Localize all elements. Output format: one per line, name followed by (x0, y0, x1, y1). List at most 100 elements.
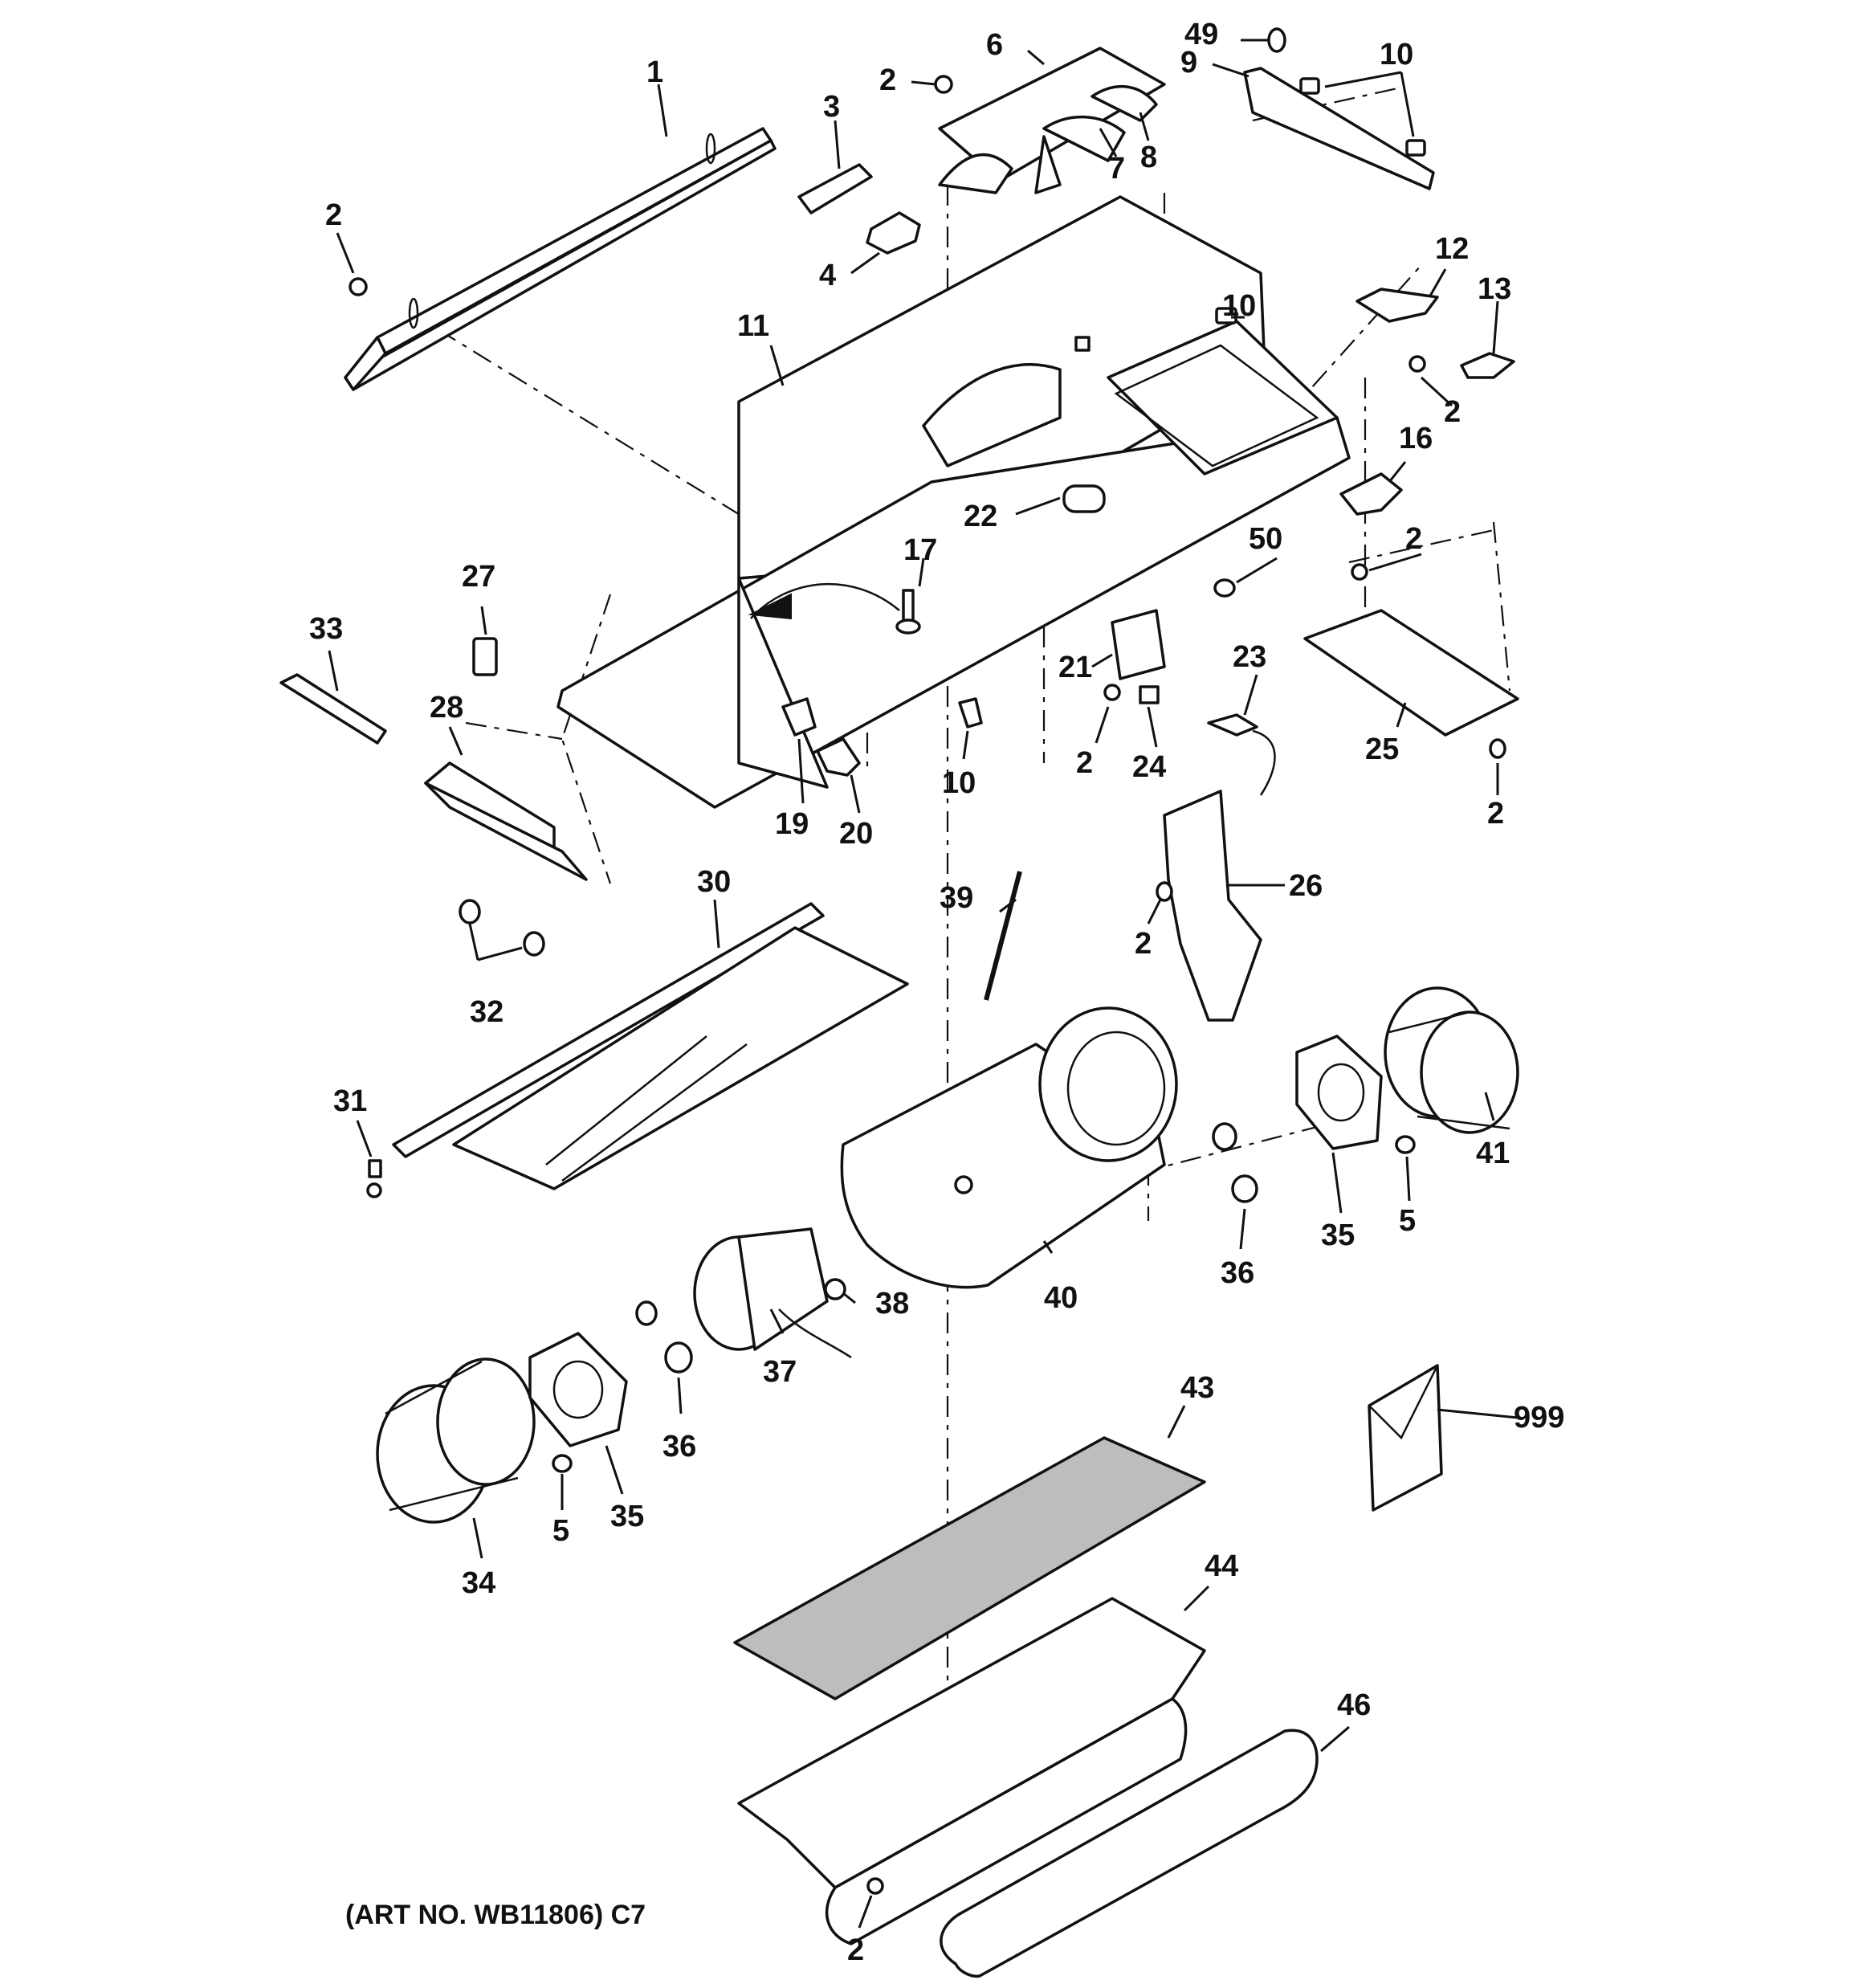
callout-28: 28 (430, 691, 463, 725)
callout-16: 16 (1399, 422, 1433, 455)
callout-20: 20 (839, 817, 873, 851)
callout-2: 2 (1444, 395, 1461, 429)
callout-8: 8 (1140, 141, 1157, 174)
callout-23: 23 (1233, 640, 1266, 674)
part-21-switch-assembly (1111, 609, 1166, 680)
part-19-switch (781, 697, 817, 737)
part-37-motor (693, 1227, 852, 1359)
callout-19: 19 (775, 807, 809, 841)
part-34-blower-wheel (376, 1357, 536, 1524)
callout-43: 43 (1180, 1371, 1214, 1405)
callout-6: 6 (986, 28, 1003, 62)
part-2-screw-h (866, 1877, 884, 1895)
part-2-screw-b (349, 277, 368, 296)
callout-2: 2 (1076, 746, 1093, 780)
callout-35: 35 (610, 1500, 644, 1533)
callout-34: 34 (462, 1566, 495, 1600)
callout-11: 11 (737, 309, 769, 343)
part-49-lamp (1267, 27, 1286, 53)
callout-40: 40 (1044, 1281, 1078, 1315)
callout-10: 10 (1380, 38, 1413, 71)
callout-4: 4 (819, 259, 836, 292)
part-36-grommet-a (664, 1341, 693, 1374)
callout-5: 5 (552, 1514, 569, 1548)
callout-5: 5 (1399, 1204, 1416, 1238)
part-16-lamp-socket (1339, 472, 1403, 516)
callout-2: 2 (1487, 797, 1504, 831)
callout-2: 2 (1405, 522, 1422, 556)
part-39-threaded-rod (984, 871, 1022, 1001)
callout-22: 22 (964, 500, 997, 533)
callout-49: 49 (1184, 18, 1218, 51)
callout-2: 2 (879, 63, 896, 97)
part-41-blower-wheel (1384, 986, 1519, 1134)
part-26-duct-bracket (1163, 790, 1262, 1022)
part-1-front-trim-bracket (344, 127, 777, 391)
callout-24: 24 (1132, 750, 1166, 784)
part-10-clip-a (1299, 77, 1320, 95)
callout-3: 3 (823, 90, 840, 124)
callout-13: 13 (1478, 272, 1511, 306)
callout-25: 25 (1365, 733, 1399, 766)
part-35-mounting-plate-a (528, 1332, 628, 1447)
art-number-caption: (ART NO. WB11806) C7 (345, 1900, 646, 1930)
part-30-glass-filter-panel (392, 902, 909, 1190)
part-44-bottom-panel (737, 1597, 1206, 1945)
part-12-bracket (1355, 288, 1439, 323)
part-32-knob-b (523, 931, 545, 957)
part-17-pin (895, 589, 921, 635)
part-46-light-lens (940, 1729, 1319, 1978)
callout-1: 1 (646, 55, 663, 89)
part-50-screw (1213, 578, 1236, 598)
part-2-screw-e (1103, 684, 1121, 701)
callout-44: 44 (1205, 1549, 1238, 1583)
callout-21: 21 (1058, 651, 1092, 684)
callout-39: 39 (940, 881, 973, 915)
callout-35: 35 (1321, 1219, 1355, 1252)
part-20-bracket (816, 737, 861, 777)
part-32-knob-a (459, 899, 481, 925)
part-2-screw-f (1489, 738, 1506, 759)
part-22-capacitor (1062, 484, 1106, 513)
part-10-clip-c (1215, 307, 1237, 325)
callout-7: 7 (1108, 152, 1125, 186)
part-35-mounting-plate-b (1295, 1035, 1383, 1150)
callout-38: 38 (875, 1287, 909, 1321)
part-36-grommet-b (1231, 1174, 1258, 1203)
part-10-clip-b (1405, 139, 1426, 157)
part-5-screw-b (1395, 1135, 1416, 1154)
callout-50: 50 (1249, 522, 1282, 556)
callout-37: 37 (763, 1355, 797, 1389)
callout-41: 41 (1476, 1137, 1510, 1170)
part-38-nut (824, 1278, 846, 1300)
callout-26: 26 (1289, 869, 1323, 903)
part-25-cover-plate (1303, 609, 1519, 737)
part-11-hood-housing (556, 195, 1351, 809)
part-9-bracket (1243, 67, 1435, 190)
callout-27: 27 (462, 560, 495, 594)
part-2-screw-d (1351, 563, 1368, 581)
callout-labels: 1 2 2 2 2 2 2 2 2 3 4 5 5 6 7 8 9 10 10 … (309, 18, 1564, 1967)
part-3-bracket (797, 163, 873, 214)
callout-17: 17 (903, 533, 937, 567)
part-13-terminal-block (1460, 352, 1515, 379)
part-36-grommet-c (635, 1300, 658, 1326)
part-5-screw-a (552, 1454, 573, 1473)
part-33-channel (279, 673, 387, 745)
callout-9: 9 (1180, 46, 1197, 80)
part-2-screw-g (1156, 881, 1173, 902)
callout-36: 36 (1221, 1256, 1254, 1290)
callout-2: 2 (1135, 927, 1152, 961)
part-40-blower-housing (840, 1006, 1178, 1289)
part-10-clip-d (958, 697, 983, 729)
part-24-connector (1139, 685, 1160, 704)
part-2-screw-c (1408, 355, 1426, 373)
part-6-damper-housing (938, 47, 1166, 194)
part-36-grommet-d (1212, 1122, 1237, 1151)
callout-10: 10 (1222, 289, 1256, 323)
callout-36: 36 (662, 1430, 696, 1463)
callout-10: 10 (942, 766, 976, 800)
callout-30: 30 (697, 865, 731, 899)
callout-2: 2 (847, 1933, 864, 1967)
